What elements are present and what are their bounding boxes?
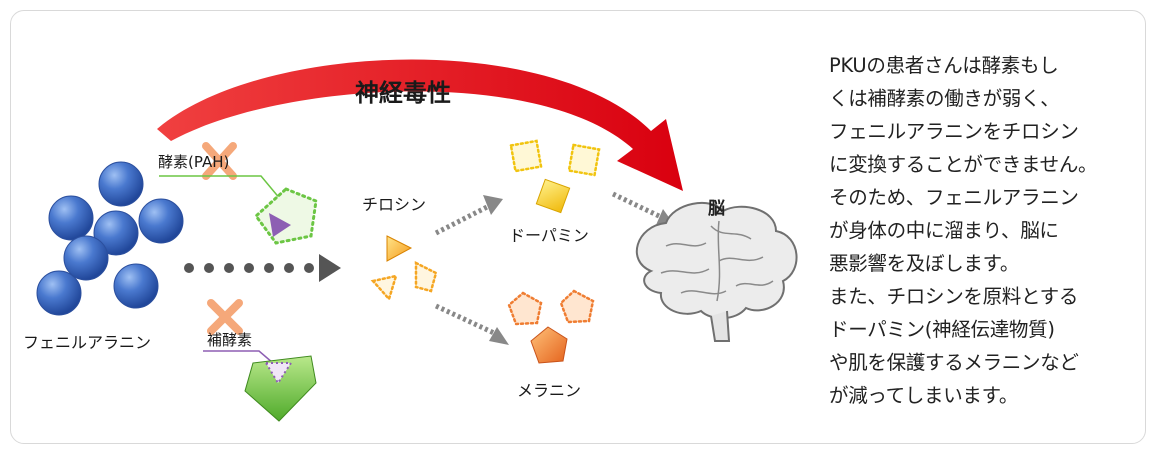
enzyme-block-x-mark-icon (202, 142, 237, 180)
diagram-frame: 神経毒性 酵素(PAH) 補酵素 フェニルアラニン チロシン ドーパミン メラニ… (10, 10, 1146, 444)
melanin-label: メラニン (517, 381, 582, 400)
neurotoxicity-title: 神経毒性 (355, 79, 451, 107)
neurotoxicity-arrow (157, 59, 683, 191)
brain-icon (635, 202, 798, 342)
tyrosine-to-dopamine-arrow (434, 195, 503, 236)
cofactor-shape (244, 355, 317, 422)
dopamine-molecules (509, 139, 601, 214)
dopamine-label: ドーパミン (509, 226, 589, 245)
enzyme-shape (253, 187, 318, 245)
phenylalanine-label: フェニルアラニン (23, 333, 152, 352)
description-line: に変換することができません。 (829, 153, 1098, 176)
conversion-dotted-arrow (184, 254, 341, 282)
description-line: が身体の中に溜まり、脳に (829, 219, 1059, 242)
description-line: PKUの患者さんは酵素もし (829, 54, 1059, 77)
brain-label: 脳 (708, 199, 725, 219)
description-line: 悪影響を及ぼします。 (829, 252, 1020, 275)
enzyme-label: 酵素(PAH) (158, 153, 230, 171)
description-line: くは補酵素の働きが弱く、 (829, 87, 1060, 110)
cofactor-block-x-mark-icon (207, 299, 243, 335)
tyrosine-to-melanin-arrow (434, 303, 509, 345)
enzyme-callout-line (159, 175, 287, 207)
description-line: が減ってしまいます。 (829, 384, 1019, 407)
phenylalanine-molecules (36, 161, 184, 316)
description-line: や肌を保護するメラニンなど (829, 351, 1079, 374)
description-line: ドーパミン(神経伝達物質) (829, 318, 1055, 341)
pku-diagram (36, 59, 798, 422)
description-text: PKUの患者さんは酵素もし くは補酵素の働きが弱く、 フェニルアラニンをチロシン… (829, 49, 1145, 412)
description-line: フェニルアラニンをチロシン (829, 120, 1079, 143)
melanin-molecules (507, 289, 595, 364)
cofactor-label: 補酵素 (207, 331, 253, 349)
cofactor-callout-line (203, 350, 274, 364)
tyrosine-label: チロシン (362, 195, 427, 214)
tyrosine-molecules (370, 235, 438, 302)
description-line: そのため、フェニルアラニン (829, 186, 1079, 209)
description-line: また、チロシンを原料とする (829, 285, 1079, 308)
